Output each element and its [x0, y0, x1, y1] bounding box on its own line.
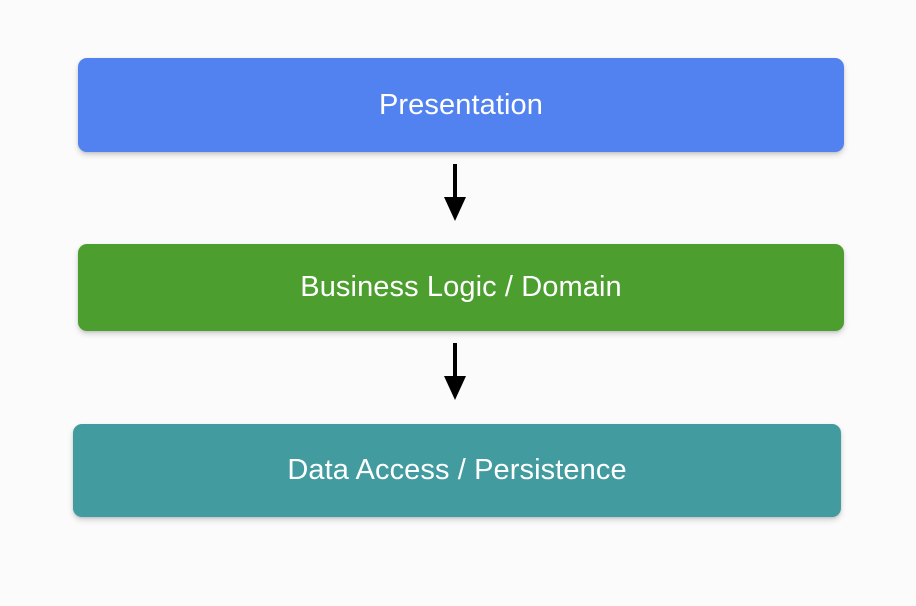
- arrow-presentation-to-business: [425, 162, 485, 224]
- layer-box-presentation[interactable]: Presentation: [78, 58, 844, 152]
- down-arrow-icon: [444, 164, 466, 221]
- layer-box-business-logic[interactable]: Business Logic / Domain: [78, 244, 844, 331]
- arrow-business-to-data: [425, 341, 485, 403]
- layer-label-business-logic: Business Logic / Domain: [300, 271, 622, 303]
- layer-box-data-access[interactable]: Data Access / Persistence: [73, 424, 841, 517]
- down-arrow-icon: [444, 343, 466, 400]
- layer-label-data-access: Data Access / Persistence: [287, 454, 627, 486]
- layer-label-presentation: Presentation: [378, 88, 544, 121]
